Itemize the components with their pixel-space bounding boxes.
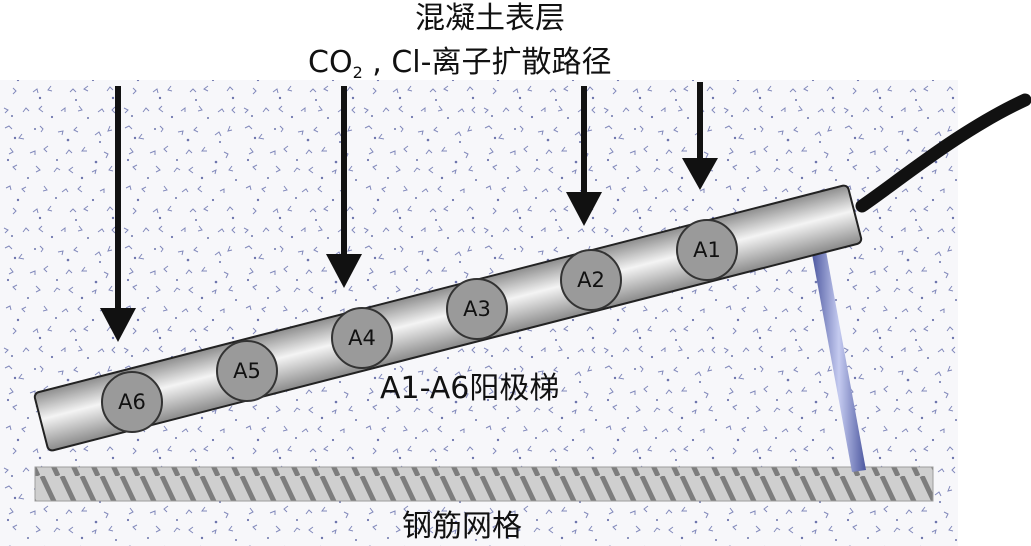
anode-cable <box>855 93 1031 213</box>
arrow-4 <box>682 82 718 190</box>
rebar-label: 钢筋网格 <box>402 509 522 544</box>
svg-text:A4: A4 <box>348 326 376 350</box>
concrete-surface-title: 混凝土表层 <box>415 1 565 36</box>
anode-A4: A4 <box>331 307 393 369</box>
rebar-bar <box>34 466 934 502</box>
arrow-2 <box>326 86 362 288</box>
svg-text:A6: A6 <box>118 390 146 414</box>
anode-A5: A5 <box>216 340 278 402</box>
co-text: CO <box>308 45 353 80</box>
svg-text:A3: A3 <box>463 297 491 321</box>
svg-text:A2: A2 <box>577 268 605 292</box>
anode-A1: A1 <box>676 219 738 281</box>
arrow-1 <box>100 86 136 342</box>
anode-A6: A6 <box>101 371 163 433</box>
svg-text:A5: A5 <box>233 359 261 383</box>
co2-subscript: 2 <box>353 63 363 82</box>
diffusion-path-text: , Cl-离子扩散路径 <box>363 45 612 80</box>
svg-text:A1: A1 <box>693 238 721 262</box>
ladder-label: A1-A6阳极梯 <box>380 371 559 406</box>
anode-A2: A2 <box>560 249 622 311</box>
support-rod <box>812 251 866 472</box>
arrow-3 <box>566 86 602 226</box>
diffusion-arrows <box>100 82 718 342</box>
diffusion-path-title: CO2 , Cl-离子扩散路径 <box>308 45 611 82</box>
anode-A3: A3 <box>446 278 508 340</box>
